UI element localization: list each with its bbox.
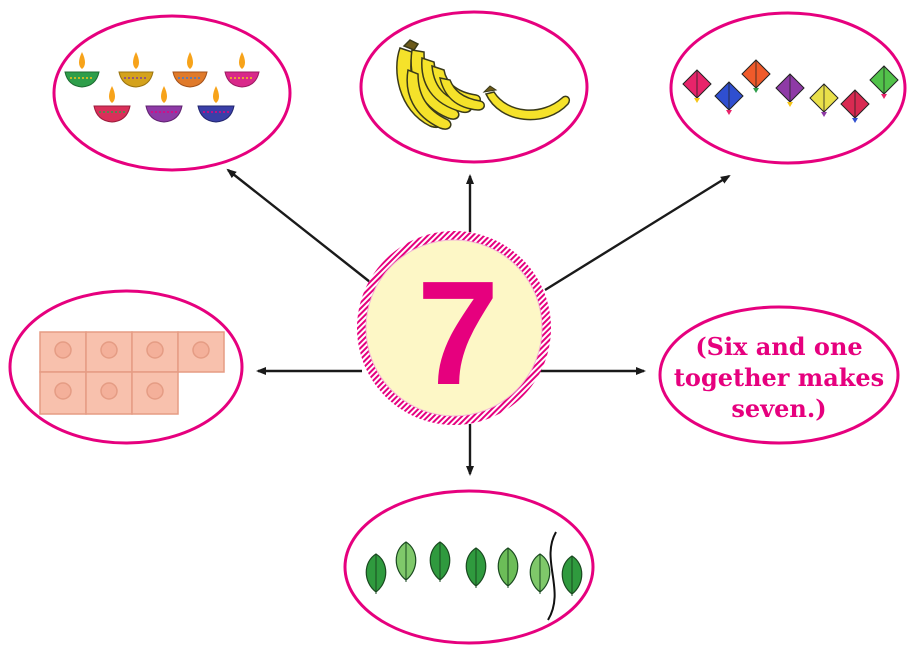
banana-bunch-icon bbox=[396, 39, 485, 130]
lamp-icon bbox=[64, 52, 100, 88]
arrow-to-lamps bbox=[226, 168, 371, 283]
caption-text: (Six and one together makes seven.) bbox=[662, 312, 896, 442]
caption-line-3: seven.) bbox=[731, 393, 827, 423]
leaves-group bbox=[343, 489, 595, 645]
center-number: 7 bbox=[417, 251, 499, 416]
caption-group bbox=[658, 305, 900, 445]
kite-icon bbox=[840, 89, 870, 123]
bananas-group bbox=[359, 10, 589, 164]
leaf-icon bbox=[529, 553, 551, 594]
leaf-icon bbox=[429, 541, 451, 582]
lamp-icon bbox=[197, 86, 235, 123]
lamp-icon bbox=[93, 86, 131, 123]
lamp-icon bbox=[224, 52, 260, 88]
kite-icon bbox=[714, 81, 744, 115]
kite-icon bbox=[741, 59, 771, 93]
leaf-icon bbox=[395, 541, 417, 582]
lamp-icon bbox=[118, 52, 154, 88]
kite-icon bbox=[775, 73, 805, 107]
kite-icon bbox=[809, 83, 839, 117]
arrow-to-kites bbox=[544, 174, 731, 292]
caption-line-2: together makes bbox=[673, 362, 885, 392]
connectors bbox=[226, 168, 731, 476]
center-node: 7 bbox=[357, 231, 551, 425]
leaf-icon bbox=[365, 553, 387, 594]
kite-icon bbox=[869, 65, 899, 99]
leaf-icon bbox=[497, 547, 519, 588]
divider-curve bbox=[547, 531, 557, 621]
kites-group bbox=[669, 11, 907, 165]
leaf-icon bbox=[561, 555, 583, 596]
blocks-group bbox=[8, 289, 244, 445]
connector-blocks-icon bbox=[39, 331, 225, 415]
caption-line-1: (Six and one bbox=[695, 331, 863, 361]
kite-icon bbox=[682, 69, 712, 103]
lamps-group bbox=[52, 14, 292, 172]
lamp-icon bbox=[145, 86, 183, 123]
leaf-icon bbox=[465, 547, 487, 588]
lamp-icon bbox=[172, 52, 208, 88]
single-banana-icon bbox=[482, 85, 571, 121]
